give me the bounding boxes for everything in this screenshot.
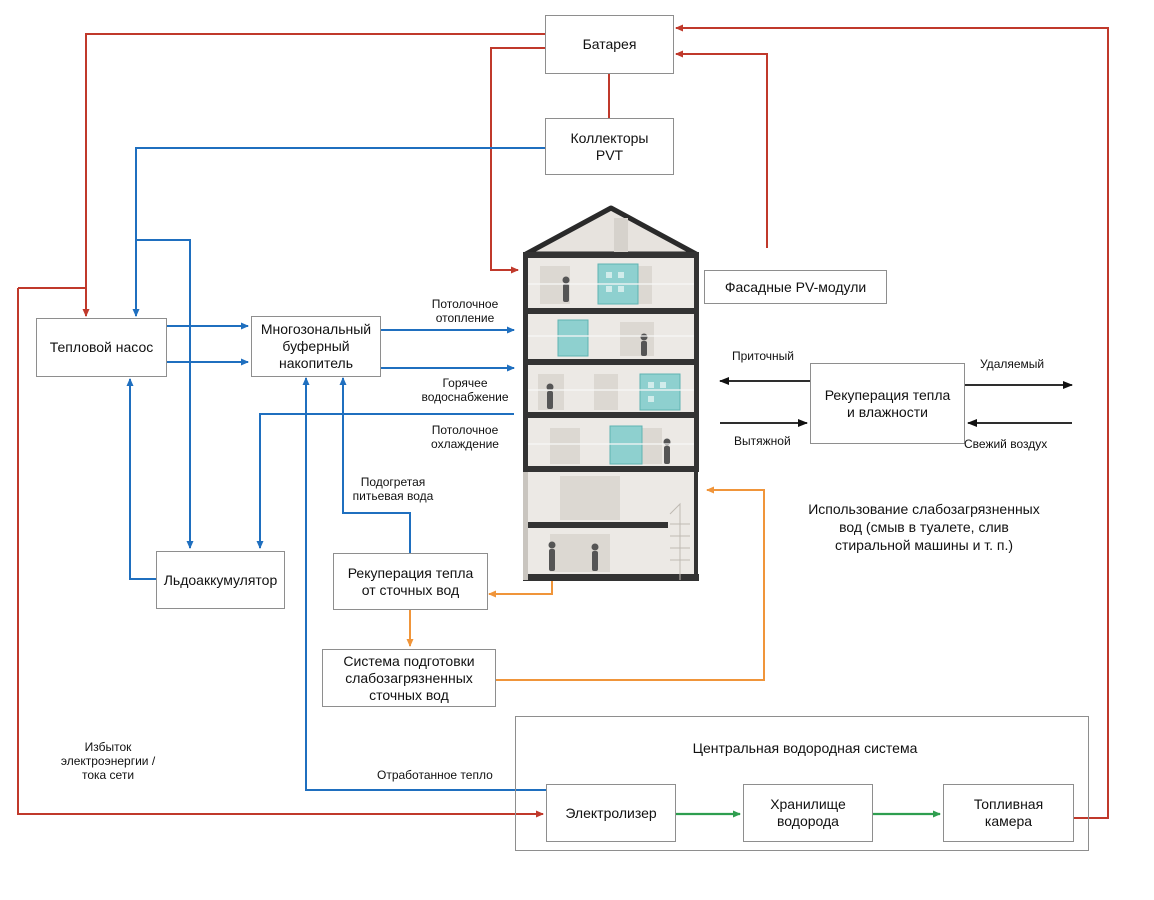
waste-heat-to-buffer [302, 377, 546, 791]
waste-heat-label: Отработанное тепло [377, 768, 493, 782]
ice-storage-to-heat-pump [126, 378, 156, 580]
heat-pump-box: Тепловой насос [36, 318, 167, 377]
surplus-power-label: Избыток электроэнергии / тока сети [60, 740, 156, 782]
facade-pv-box: Фасадные PV-модули [704, 270, 887, 304]
fuel-cell-to-battery [675, 24, 1109, 819]
greywater-to-building [496, 486, 765, 681]
branch-to-ice-storage [136, 239, 194, 549]
exhaust-air-label: Вытяжной [734, 434, 791, 448]
ice-storage-box: Льдоаккумулятор [156, 551, 285, 609]
heating-lines [126, 147, 546, 791]
fuel-cell-box: Топливная камера [943, 784, 1074, 842]
fuel-cell-label: Топливная камера [973, 796, 1044, 829]
pvt-collectors-box: Коллекторы PVT [545, 118, 674, 175]
hydrogen-storage-box: Хранилище водорода [743, 784, 873, 842]
removed-air-label: Удаляемый [980, 357, 1045, 371]
hydrogen-storage-label: Хранилище водорода [770, 796, 846, 829]
ceiling-heating-label: Потолочное отопление [431, 297, 499, 325]
preheated-water-label: Подогретая питьевая вода [352, 475, 434, 503]
electrolyzer-box: Электролизер [546, 784, 676, 842]
grid-to-electrolyzer [17, 288, 544, 818]
greywater-use-note: Использование слабозагрязненных вод (смы… [808, 501, 1040, 553]
pvt-to-heat-pump [132, 147, 546, 317]
ceiling-cooling-to-ice-storage [256, 413, 514, 549]
pvt-collectors-label: Коллекторы PVT [570, 129, 649, 163]
greywater-system-label: Система подготовки слабозагрязненных сто… [343, 652, 475, 703]
wastewater-heat-recovery-box: Рекуперация тепла от сточных вод [333, 553, 488, 610]
electric-lines [17, 24, 1109, 819]
facade-pv-label: Фасадные PV-модули [724, 278, 867, 295]
battery-to-building-top [490, 47, 546, 274]
supply-air-label: Приточный [732, 349, 794, 363]
electrolyzer-label: Электролизер [565, 804, 657, 821]
ceiling-cooling-label: Потолочное охлаждение [431, 423, 499, 451]
ice-storage-label: Льдоаккумулятор [163, 571, 278, 588]
air-lines [719, 377, 1073, 427]
heat-humidity-recovery-label: Рекуперация тепла и влажности [824, 386, 951, 420]
battery-label: Батарея [582, 36, 637, 52]
facade-pv-to-battery [675, 50, 768, 248]
fresh-air-label: Свежий воздух [964, 437, 1048, 451]
building-section-illustration [523, 205, 699, 581]
hot-water-label: Горячее водоснабжение [421, 376, 509, 404]
heat-pump-label: Тепловой насос [49, 339, 154, 355]
battery-box: Батарея [545, 15, 674, 74]
preheated-water-to-buffer [339, 377, 411, 553]
hydrogen-system-title: Центральная водородная система [692, 740, 918, 756]
battery-to-heat-pump [82, 33, 546, 317]
buffer-storage-box: Многозональный буферный накопитель [251, 316, 381, 377]
greywater-system-box: Система подготовки слабозагрязненных сто… [322, 649, 496, 707]
buffer-storage-label: Многозональный буферный накопитель [260, 321, 372, 371]
hydrogen-system-group [515, 716, 1089, 851]
heat-humidity-recovery-box: Рекуперация тепла и влажности [810, 363, 965, 444]
wastewater-heat-recovery-label: Рекуперация тепла от сточных вод [347, 564, 474, 598]
